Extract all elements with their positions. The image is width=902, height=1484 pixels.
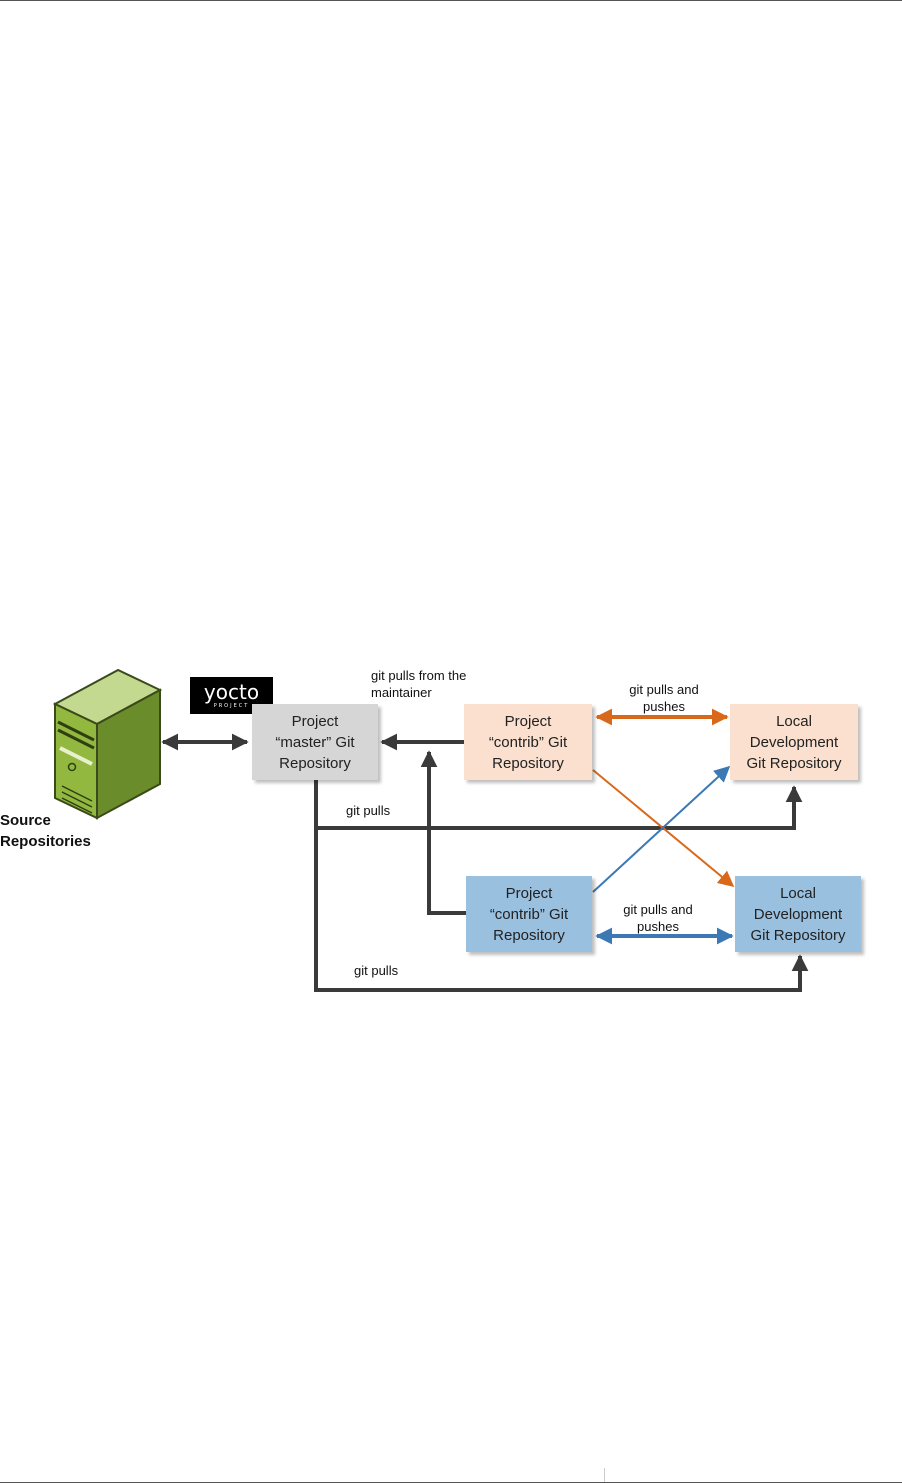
- server-icon: [52, 668, 163, 820]
- local-bottom-box-text: Local Development Git Repository: [750, 884, 846, 944]
- contrib-top-box-text: Project “contrib” Git Repository: [488, 712, 568, 772]
- local-development-top-repository-box: Local Development Git Repository: [730, 704, 858, 780]
- git-pulls-upper-label: git pulls: [346, 803, 391, 818]
- page-top-rule: [0, 0, 902, 1]
- master-to-local-top-pull-arrow: [314, 780, 803, 830]
- local-development-bottom-repository-box: Local Development Git Repository: [735, 876, 861, 952]
- git-pulls-pushes-top-label: git pulls and pushes: [629, 682, 699, 714]
- project-contrib-top-repository-box: Project “contrib” Git Repository: [464, 704, 592, 780]
- yocto-logo-subtitle: PROJECT: [213, 703, 250, 709]
- local-top-box-text: Local Development Git Repository: [746, 712, 842, 772]
- source-repositories-label: Source Repositories: [0, 812, 91, 850]
- project-contrib-bottom-repository-box: Project “contrib” Git Repository: [466, 876, 592, 952]
- git-pulls-pushes-bottom-label: git pulls and pushes: [623, 902, 693, 934]
- project-master-git-repository-box: Project “master” Git Repository: [252, 704, 378, 780]
- yocto-logo-word: yocto: [203, 680, 260, 704]
- page-footer-tick: [604, 1468, 605, 1482]
- contrib-bottom-to-master-arrow: [420, 750, 466, 915]
- master-to-local-bottom-pull-arrow: [314, 828, 809, 992]
- master-box-text: Project “master” Git Repository: [275, 712, 355, 772]
- contrib-bottom-to-local-top-blue-arrow: [592, 765, 731, 893]
- contrib-bottom-box-text: Project “contrib” Git Repository: [489, 884, 569, 944]
- page-bottom-rule: [0, 1482, 902, 1483]
- git-pulls-from-maintainer-label: git pulls from the maintainer: [371, 668, 467, 700]
- git-pulls-lower-label: git pulls: [354, 963, 399, 978]
